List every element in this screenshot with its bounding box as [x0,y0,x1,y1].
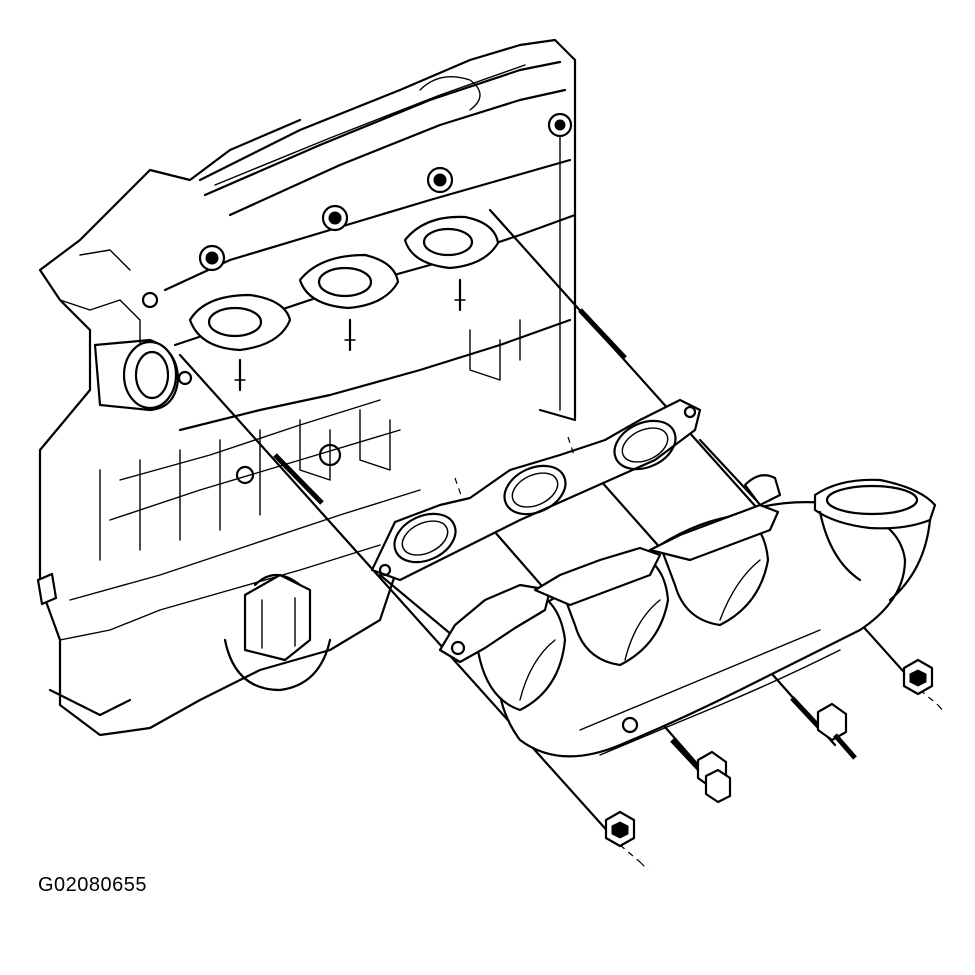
stud-b-thread [578,308,627,360]
manifold-bolt-left [670,738,732,804]
stud-a-thread [273,453,324,505]
cylinder-head [59,38,577,485]
exhaust-manifold [438,474,937,758]
manifold-bolt-right [790,696,857,760]
figure-id-label: G02080655 [38,874,148,896]
stud-a-centerline [178,353,622,847]
engine-block [36,118,421,737]
fasteners [604,658,945,871]
stud-nut-front [604,810,636,848]
exhaust-manifold-gasket [370,398,702,582]
stud-nut-rear [902,658,934,696]
